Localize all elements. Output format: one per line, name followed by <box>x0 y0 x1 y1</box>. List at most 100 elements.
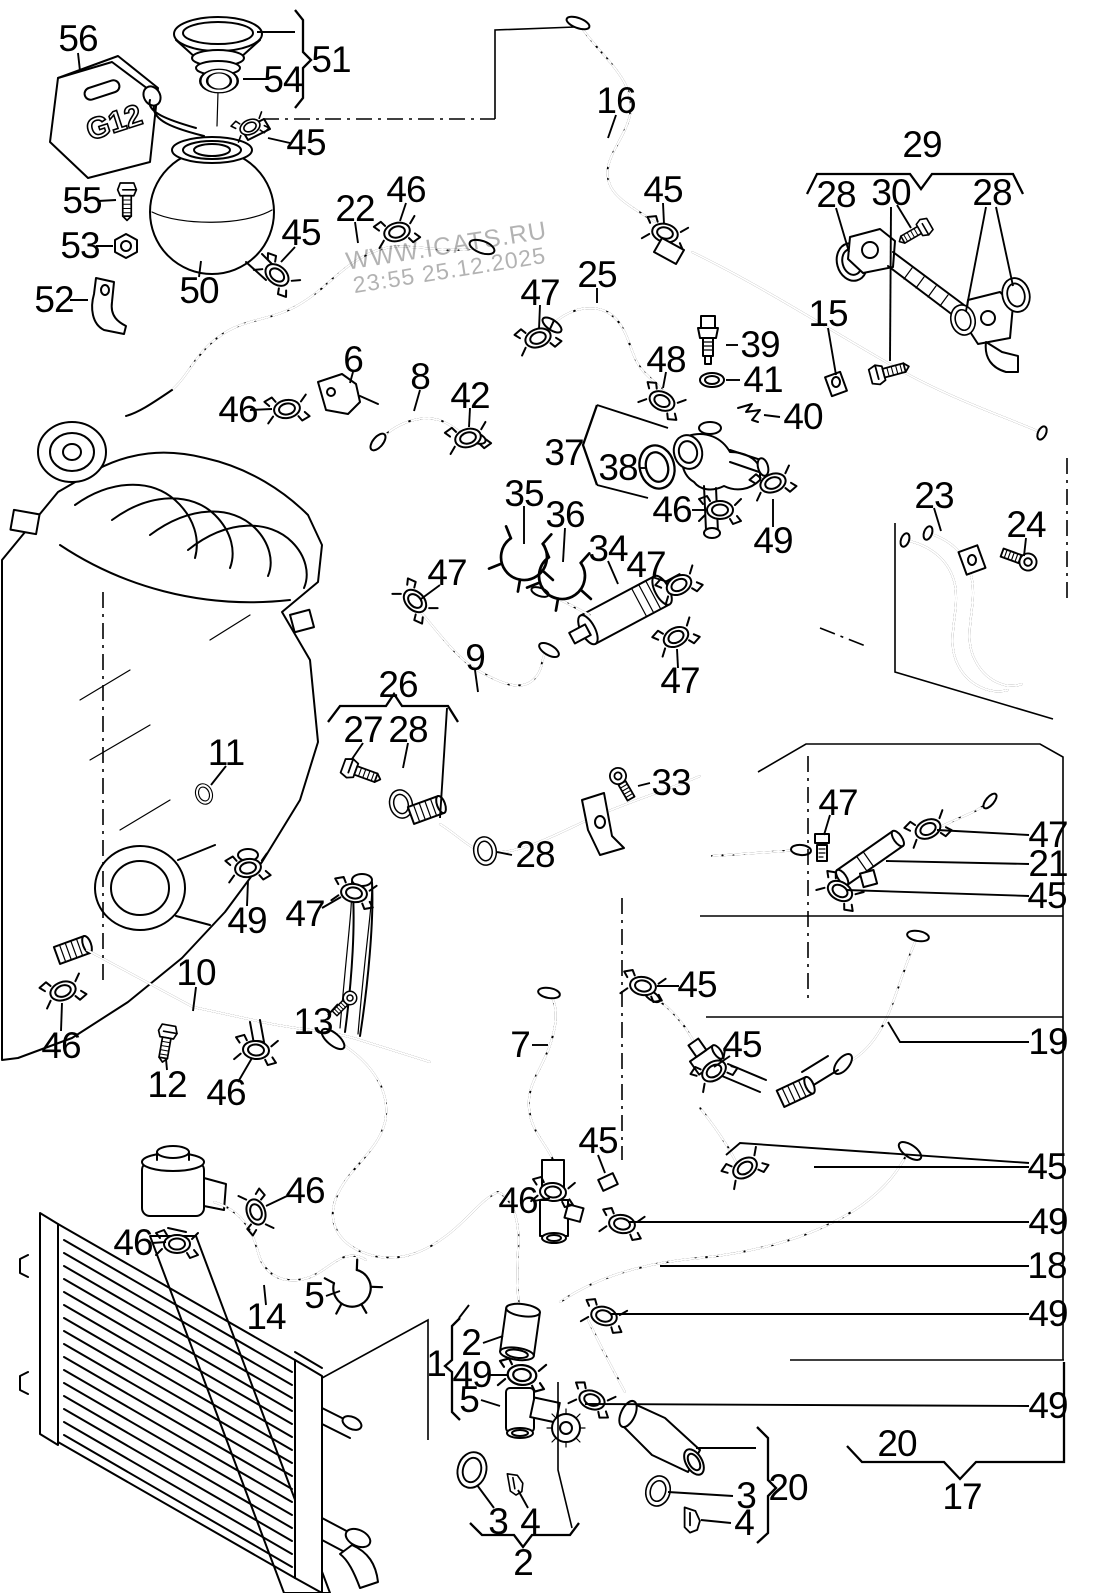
part-callout-24: 24 <box>1006 504 1046 545</box>
part-callout-5: 5 <box>304 1275 325 1316</box>
part-callout-4: 4 <box>520 1501 541 1542</box>
part-callout-18: 18 <box>1027 1245 1067 1286</box>
part-callout-14: 14 <box>246 1296 286 1337</box>
part-callout-49: 49 <box>1028 1201 1068 1242</box>
leader-line <box>402 742 409 769</box>
leader-line <box>327 1003 339 1016</box>
part-callout-2: 2 <box>461 1322 482 1363</box>
part-callout-49: 49 <box>452 1354 492 1395</box>
group-bracket <box>805 172 1025 195</box>
leader-line <box>562 527 566 563</box>
hose-9 <box>407 597 560 687</box>
part-callout-45: 45 <box>281 212 321 253</box>
leader-line <box>517 1489 529 1509</box>
group-bracket <box>469 1522 580 1549</box>
leader-line <box>662 371 667 389</box>
part-callout-26: 26 <box>378 664 418 705</box>
part-callout-47: 47 <box>660 660 700 701</box>
leader-line <box>700 1519 732 1524</box>
part-callout-28: 28 <box>388 709 428 750</box>
leader-line <box>280 246 296 263</box>
part-callout-28: 28 <box>816 174 856 215</box>
leader-line <box>265 1195 288 1207</box>
leader-line <box>713 1055 731 1068</box>
hose-18 <box>559 1141 923 1393</box>
leader-line <box>936 829 1030 836</box>
leader-line <box>676 648 679 669</box>
leader-line <box>249 408 273 411</box>
leader-line <box>60 1002 63 1032</box>
leader-line <box>468 407 471 428</box>
bracket-52 <box>91 277 127 335</box>
part-callout-3: 3 <box>736 1475 757 1516</box>
leader-line <box>351 742 364 760</box>
leader-line <box>151 1241 167 1244</box>
part-callout-45: 45 <box>677 964 717 1005</box>
lower-radiator-hose <box>320 1027 521 1316</box>
part-callout-49: 49 <box>753 520 793 561</box>
leader-line <box>482 1335 504 1344</box>
part-callout-47: 47 <box>520 272 560 313</box>
part-callout-42: 42 <box>450 375 490 416</box>
engine-block <box>1 421 323 1061</box>
leader-line <box>413 389 421 412</box>
section-boundary <box>819 627 869 648</box>
part-callout-45: 45 <box>286 122 326 163</box>
part-callout-46: 46 <box>206 1072 246 1113</box>
part-callout-30: 30 <box>871 172 911 213</box>
part-callout-38: 38 <box>598 447 638 488</box>
leader-line <box>165 1058 168 1071</box>
leader-line <box>420 584 441 600</box>
leader-line <box>325 1290 341 1297</box>
part-callout-49: 49 <box>227 900 267 941</box>
oring-41 <box>699 372 725 388</box>
leader-line <box>246 880 249 907</box>
part-callout-22: 22 <box>335 188 375 229</box>
group-bracket <box>294 9 313 109</box>
water-pipe-10 <box>52 848 431 1063</box>
part-callout-47: 47 <box>626 544 666 585</box>
part-callout-3: 3 <box>488 1501 509 1542</box>
part-callout-13: 13 <box>293 1001 333 1042</box>
leader-line <box>887 1021 1029 1043</box>
leader-line <box>662 202 665 225</box>
part-callout-45: 45 <box>722 1024 762 1065</box>
pipe-26-assembly <box>338 755 701 868</box>
part-callout-36: 36 <box>545 494 585 535</box>
leader-line <box>584 1403 1030 1407</box>
part-callout-46: 46 <box>652 489 692 530</box>
leader-line <box>596 484 649 499</box>
coolant-bottle-g12: G12 <box>49 55 162 179</box>
part-callout-50: 50 <box>179 270 219 311</box>
leader-line <box>458 1304 470 1319</box>
elbow-assembly-20 <box>618 1399 705 1534</box>
part-callout-23: 23 <box>914 475 954 516</box>
radiator-fins <box>63 1239 293 1568</box>
leader-line <box>496 851 513 856</box>
part-callout-11: 11 <box>207 732 245 773</box>
fitting-6 <box>317 373 379 415</box>
leader-line <box>439 707 448 819</box>
part-callout-33: 33 <box>651 762 691 803</box>
leader-line <box>607 560 619 585</box>
group-bracket <box>443 1317 461 1421</box>
part-callout-28: 28 <box>515 834 555 875</box>
leader-line <box>267 137 291 144</box>
hose-7 <box>527 986 585 1244</box>
part-callout-25: 25 <box>577 254 617 295</box>
part-callout-8: 8 <box>410 356 431 397</box>
part-callout-16: 16 <box>596 80 636 121</box>
part-callout-41: 41 <box>743 359 783 400</box>
aux-water-pump-34 <box>530 573 687 646</box>
part-callout-39: 39 <box>740 324 780 365</box>
leader-line <box>476 1484 495 1509</box>
leader-line <box>651 576 669 583</box>
part-callout-35: 35 <box>504 473 544 514</box>
leader-line <box>533 1197 551 1202</box>
section-boundary <box>757 743 1064 1360</box>
section-boundary <box>494 26 576 119</box>
leader-line <box>349 371 354 384</box>
part-callout-49: 49 <box>1028 1385 1068 1426</box>
